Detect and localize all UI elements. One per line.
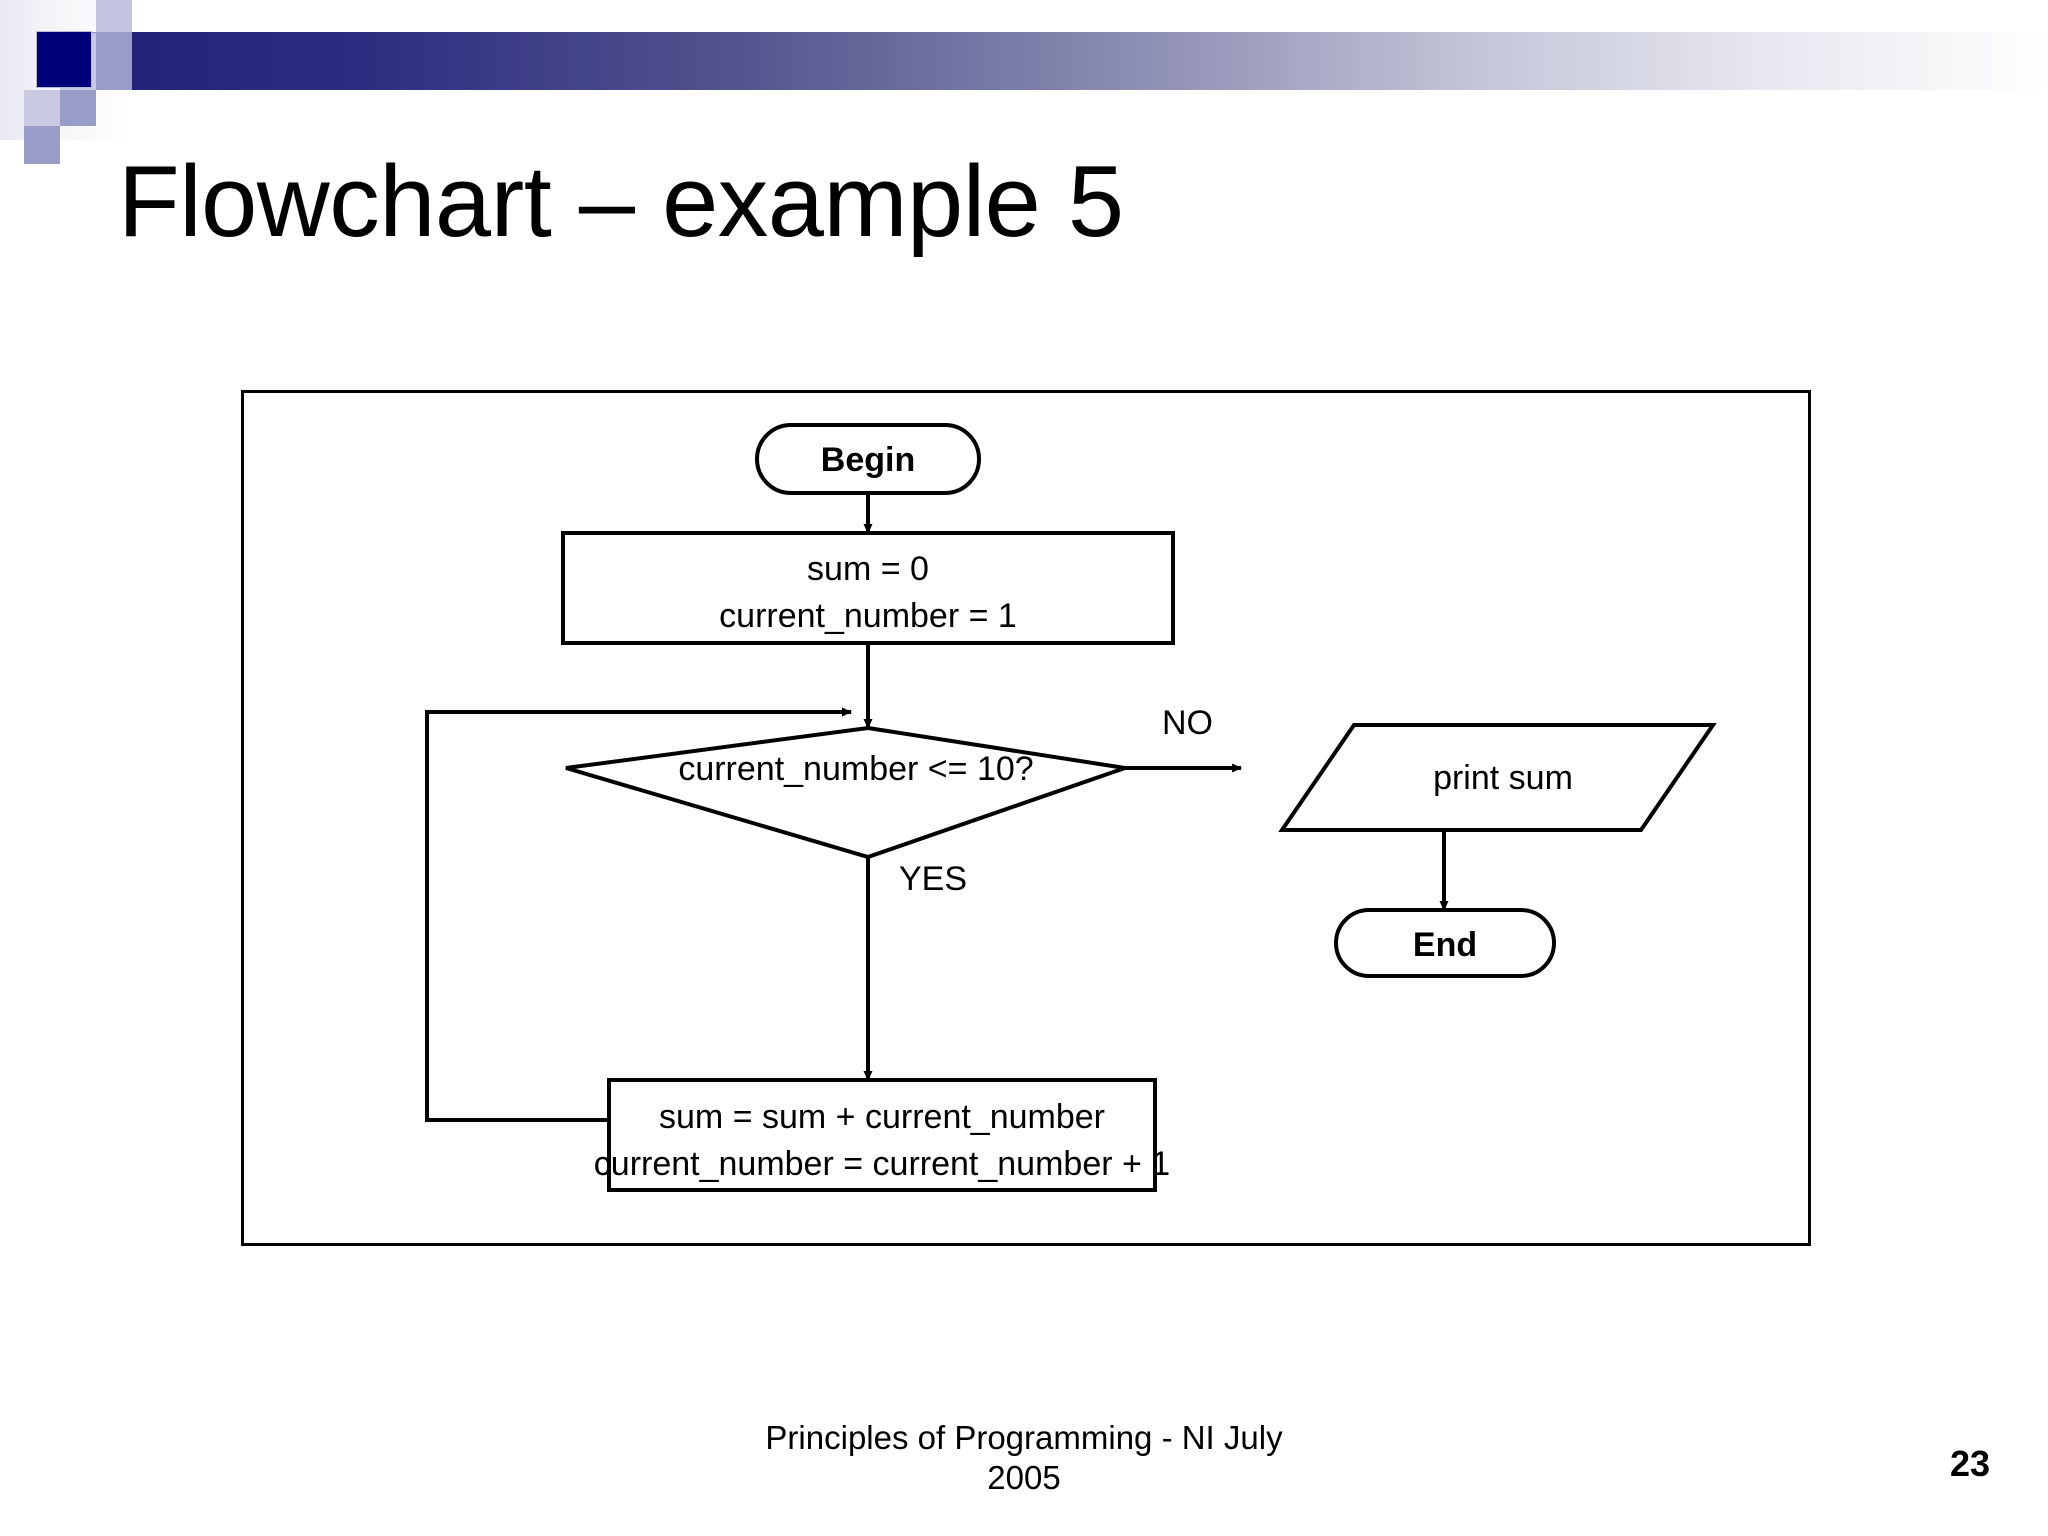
decision-shape bbox=[565, 725, 1126, 860]
accum-label-line2: current_number = current_number + 1 bbox=[594, 1145, 1170, 1183]
node-accum: sum = sum + current_number current_numbe… bbox=[594, 1078, 1170, 1192]
output-shape bbox=[1278, 723, 1717, 832]
init-label-line1: sum = 0 bbox=[807, 550, 929, 588]
header-decoration bbox=[0, 0, 2048, 164]
page-title: Flowchart – example 5 bbox=[118, 146, 1124, 258]
page-number: 23 bbox=[1949, 1443, 1990, 1484]
decor-square-3 bbox=[96, 32, 132, 90]
footer-line-1: Principles of Programming - NI July bbox=[765, 1419, 1283, 1456]
node-output: print sum bbox=[1278, 723, 1717, 832]
flowchart-frame bbox=[241, 390, 1811, 1246]
edge-label-no: NO bbox=[1162, 704, 1213, 742]
edge-accum-to-decision-loop bbox=[425, 707, 852, 1122]
node-end: End bbox=[1334, 908, 1556, 978]
edge-label-yes: YES bbox=[899, 860, 967, 898]
node-begin: Begin bbox=[755, 423, 981, 495]
footer: Principles of Programming - NI July 2005 bbox=[512, 1418, 1536, 1499]
header-gradient-bar bbox=[128, 32, 2048, 90]
init-label-line2: current_number = 1 bbox=[719, 597, 1017, 635]
footer-line-2: 2005 bbox=[987, 1459, 1061, 1497]
end-label: End bbox=[1413, 926, 1477, 964]
node-init: sum = 0 current_number = 1 bbox=[561, 531, 1175, 645]
node-decision: current_number <= 10? bbox=[565, 725, 1126, 860]
end-shape bbox=[1334, 908, 1556, 978]
begin-label: Begin bbox=[821, 441, 915, 479]
accum-shape bbox=[607, 1078, 1157, 1192]
decor-square-6 bbox=[24, 126, 60, 164]
flowchart-diagram: Begin sum = 0 current_number = 1 current… bbox=[425, 423, 1717, 1192]
decor-square-navy bbox=[36, 31, 92, 88]
begin-shape bbox=[755, 423, 981, 495]
decor-square-4 bbox=[24, 90, 60, 126]
decision-label: current_number <= 10? bbox=[678, 750, 1033, 788]
init-shape bbox=[561, 531, 1175, 645]
accum-label-line1: sum = sum + current_number bbox=[659, 1098, 1105, 1136]
decor-square-5 bbox=[60, 90, 96, 126]
decor-square-1 bbox=[96, 0, 132, 32]
output-label: print sum bbox=[1433, 759, 1573, 797]
